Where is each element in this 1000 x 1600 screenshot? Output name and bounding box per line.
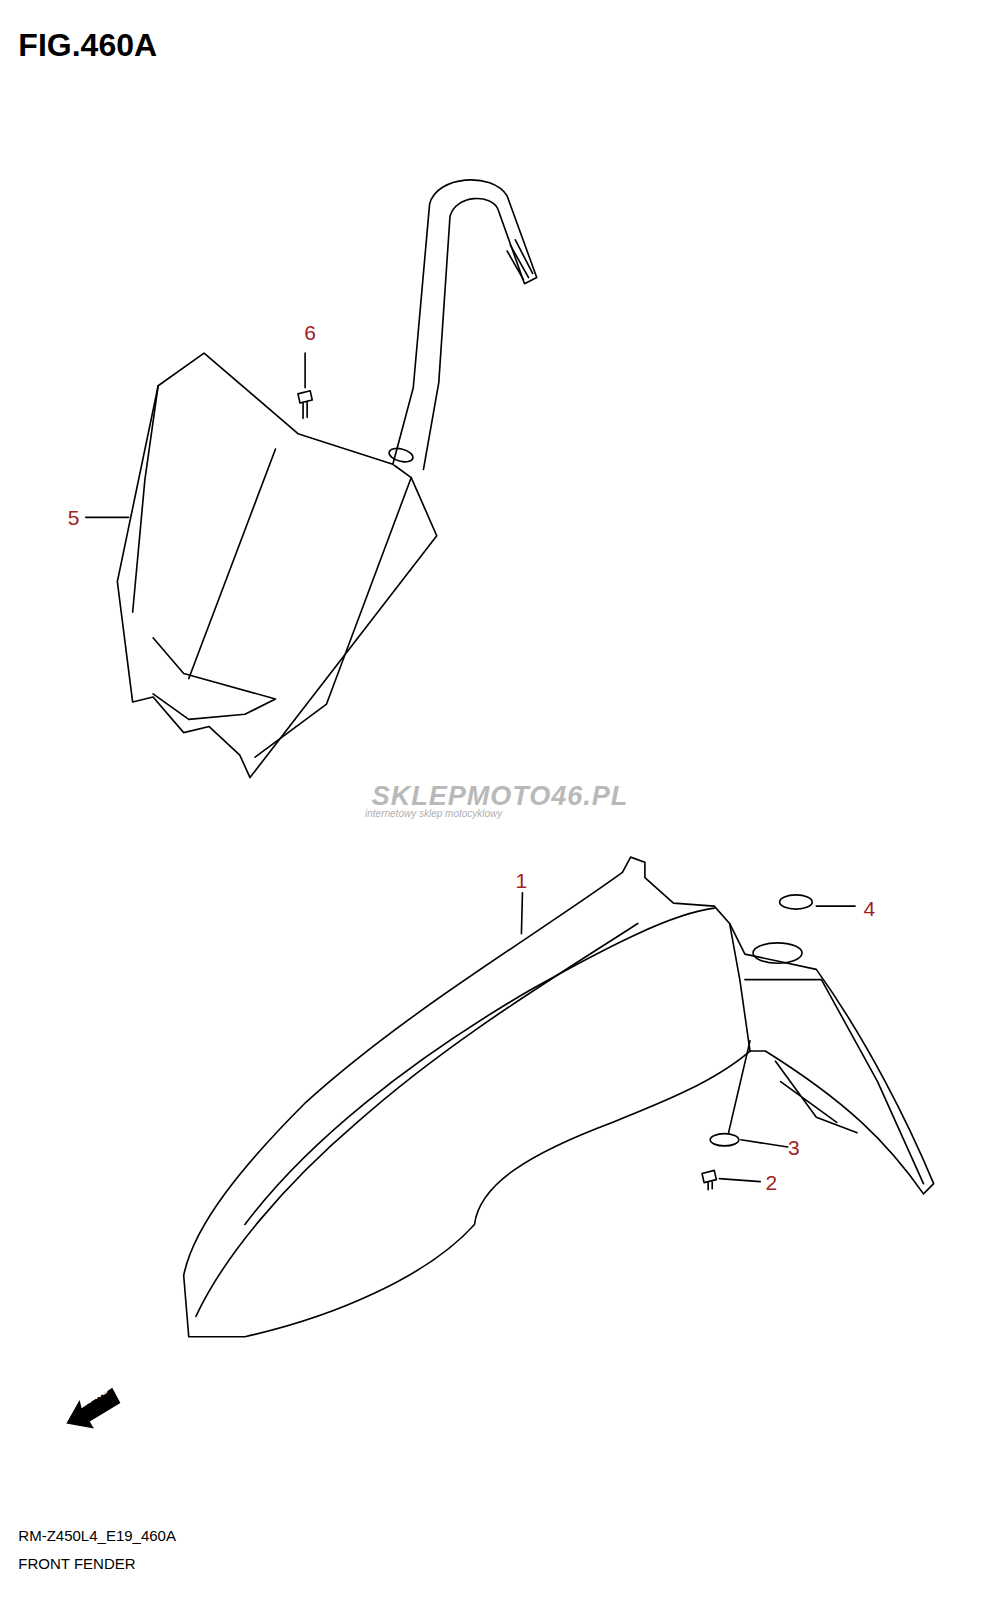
callout-number: 2 [766,1171,778,1192]
figure-title: FIG.460A [18,29,157,61]
callout-number: 5 [68,507,80,528]
callout-number: 1 [516,869,528,890]
watermark: SKLEPMOTO46.PL [372,782,629,809]
callout-number: 4 [864,898,876,919]
callout-number: 6 [304,321,316,342]
callout-number: 3 [788,1136,800,1157]
watermark-tagline: internetowy sklep motocyklowy [365,809,502,819]
figure-caption: FRONT FENDER [18,1556,135,1571]
drawing-code: RM-Z450L4_E19_460A [18,1528,176,1543]
